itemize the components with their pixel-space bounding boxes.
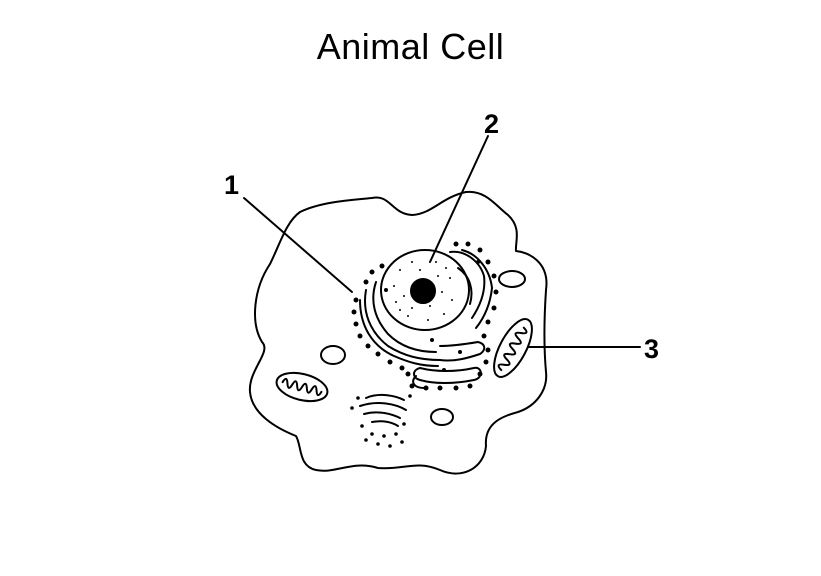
mitochondrion-left [275,371,329,403]
page-title: Animal Cell [316,26,505,67]
label-2: 2 [484,109,499,139]
label-1: 1 [224,170,239,200]
nucleus [380,249,470,331]
leader-line-2 [429,135,489,263]
mitochondrion-right [493,318,533,378]
vacuole-2 [498,270,526,288]
vesicles [350,394,412,448]
leader-line-1 [243,197,353,293]
label-3: 3 [644,334,659,364]
nucleolus [410,278,436,304]
rough-endoplasmic-reticulum [359,249,493,389]
cell-membrane [248,190,548,475]
ribosomes-on-er [351,241,499,391]
vacuole-3 [430,408,454,426]
golgi-apparatus [359,393,407,427]
chromatin-speckles [393,261,453,321]
vacuole-1 [320,345,346,365]
